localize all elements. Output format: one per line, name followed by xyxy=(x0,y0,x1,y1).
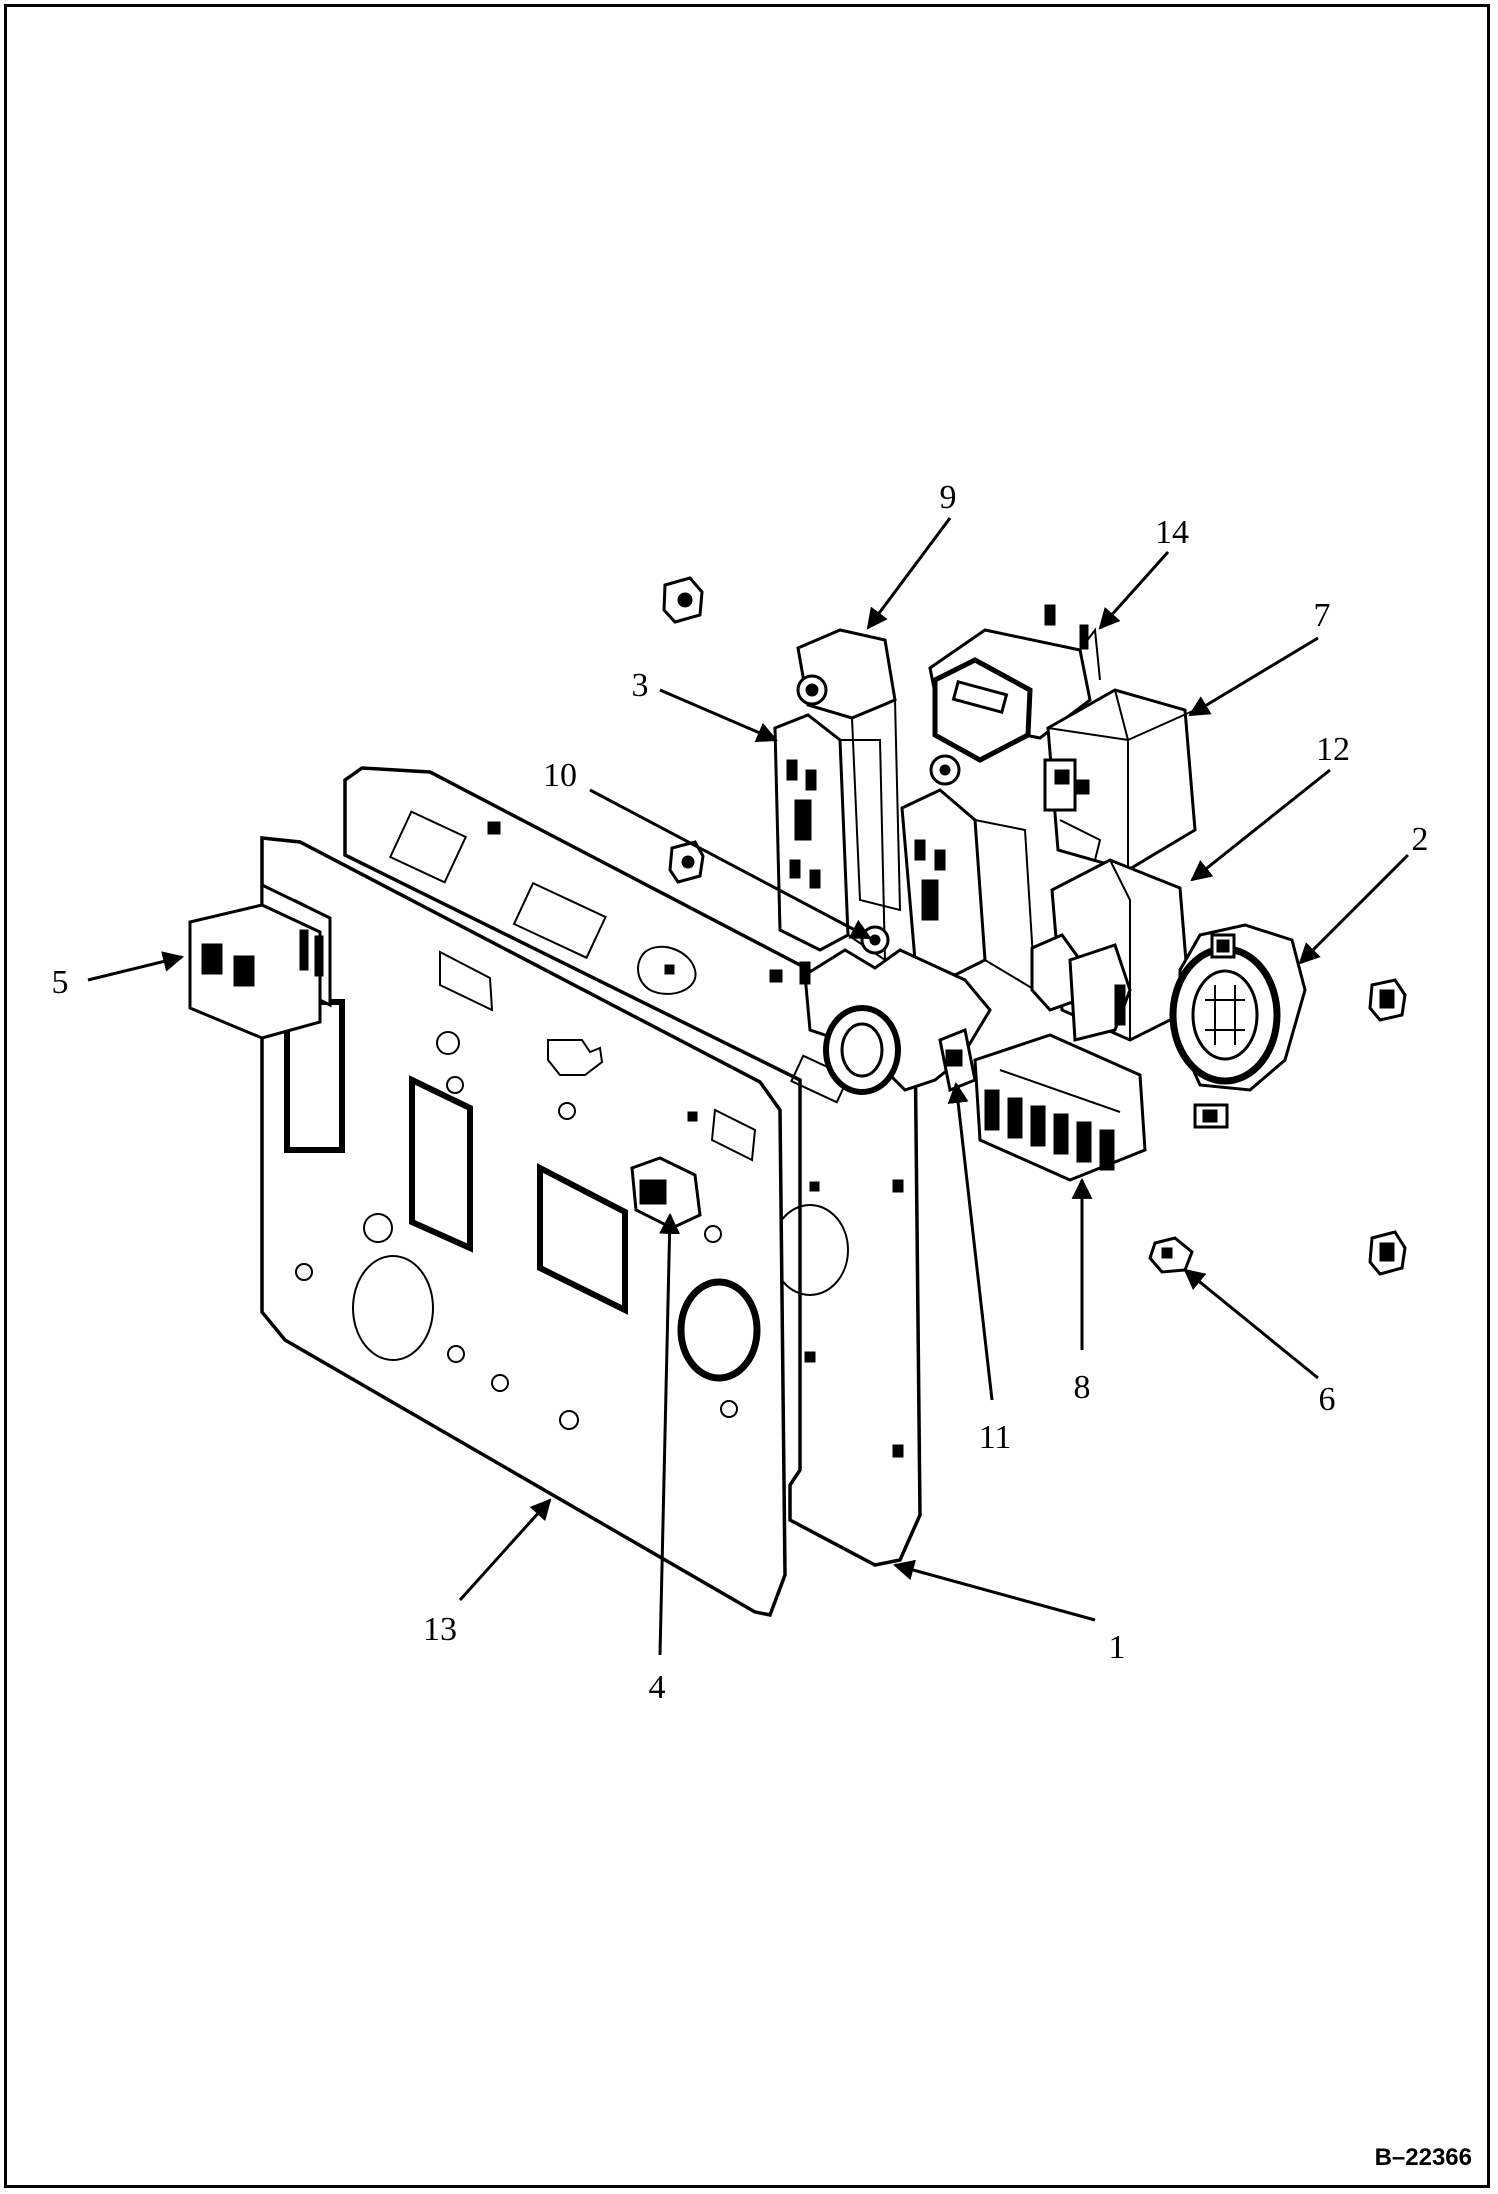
receptacle-secondary xyxy=(900,754,1037,992)
leader-13 xyxy=(458,1498,552,1602)
leader-12 xyxy=(1190,768,1331,882)
key-switch-part-2 xyxy=(1169,923,1307,1129)
leader-14 xyxy=(1098,550,1170,630)
grommet-right-upper xyxy=(1368,978,1407,1022)
rocker-switch-part-5 xyxy=(188,882,332,1040)
callout-14: 14 xyxy=(1155,514,1189,551)
leader-9 xyxy=(866,517,952,630)
figure-id: B–22366 xyxy=(1374,2144,1472,2171)
callout-7: 7 xyxy=(1314,597,1331,634)
callout-12: 12 xyxy=(1316,731,1350,768)
grommet-right-lower xyxy=(1368,1230,1407,1276)
leader-5 xyxy=(87,951,185,982)
clip-part-6 xyxy=(1148,1236,1194,1274)
grommet-middle xyxy=(668,840,705,884)
callouts: 5 9 14 7 3 12 2 10 11 8 6 1 4 13 xyxy=(52,479,1429,1706)
toggle-switch-part-4 xyxy=(630,1156,702,1230)
callout-13: 13 xyxy=(423,1611,457,1648)
grommets xyxy=(662,576,1407,1276)
leader-10 xyxy=(589,788,872,940)
switch-part-12 xyxy=(1030,858,1192,1042)
leader-1 xyxy=(892,1559,1096,1622)
gauge-module-part-14 xyxy=(928,604,1101,763)
callout-1: 1 xyxy=(1109,1629,1126,1666)
leader-2 xyxy=(1298,853,1410,965)
page-border xyxy=(4,4,1490,2188)
leader-7 xyxy=(1188,636,1319,717)
callout-8: 8 xyxy=(1074,1369,1091,1406)
rear-panel-part-1 xyxy=(343,766,922,1567)
callout-3: 3 xyxy=(632,667,649,704)
leader-11 xyxy=(947,1081,994,1401)
leader-4 xyxy=(658,1212,681,1656)
callout-6: 6 xyxy=(1319,1381,1336,1418)
receptacle-part-3 xyxy=(773,713,887,962)
callout-10: 10 xyxy=(543,757,577,794)
callout-11: 11 xyxy=(979,1419,1012,1456)
relay-part-7 xyxy=(1043,688,1197,872)
leader-3 xyxy=(659,688,778,743)
front-panel-part-13 xyxy=(260,836,820,1618)
callout-9: 9 xyxy=(940,479,957,516)
leader-6 xyxy=(1183,1268,1319,1380)
callout-5: 5 xyxy=(52,964,69,1001)
callout-4: 4 xyxy=(649,1669,666,1706)
grommet-top-left xyxy=(662,576,704,624)
leader-lines xyxy=(87,517,1410,1656)
relay-part-9 xyxy=(796,628,902,912)
callout-2: 2 xyxy=(1412,821,1429,858)
terminal-strip-part-8 xyxy=(973,1033,1147,1182)
